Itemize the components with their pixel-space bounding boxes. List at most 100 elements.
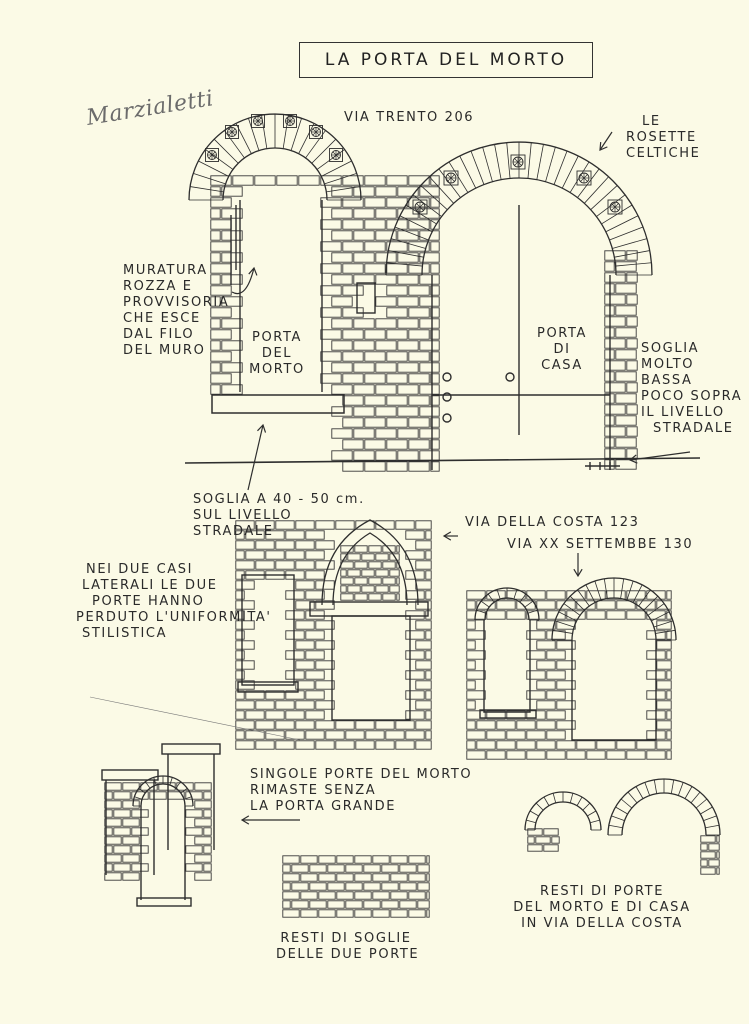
door-stud: [505, 372, 515, 382]
brick: [235, 540, 255, 550]
brick: [626, 382, 638, 393]
brick: [295, 680, 315, 690]
brick: [331, 296, 353, 307]
brick: [315, 540, 335, 550]
voussoir: [611, 815, 625, 822]
brick: [331, 428, 353, 439]
brick: [331, 340, 353, 351]
brick: [320, 241, 342, 252]
brick: [235, 600, 255, 610]
brick: [309, 882, 327, 891]
brick: [336, 873, 354, 882]
brick: [347, 553, 361, 561]
voussoir: [429, 176, 454, 204]
brick: [368, 545, 382, 553]
brick: [265, 730, 285, 740]
brick: [397, 274, 419, 285]
brick: [543, 828, 559, 836]
brick: [104, 845, 113, 854]
voussoir: [545, 146, 556, 182]
brick: [526, 650, 546, 660]
voussoir: [695, 798, 708, 809]
brick: [122, 800, 140, 809]
brick: [336, 909, 354, 918]
brick: [331, 384, 353, 395]
brick: [315, 740, 335, 750]
voussoir: [608, 824, 623, 829]
brick: [221, 274, 243, 285]
voussoir: [536, 144, 544, 180]
rosette-petal: [416, 203, 424, 211]
voussoir: [138, 788, 146, 794]
brick: [210, 373, 232, 384]
brick: [285, 590, 305, 600]
brick: [235, 710, 245, 720]
brick: [342, 439, 364, 450]
door-stud: [442, 392, 452, 402]
brick: [361, 569, 375, 577]
rosette-petal: [286, 117, 294, 125]
brick: [275, 520, 295, 530]
brick: [526, 670, 546, 680]
brick: [596, 600, 616, 610]
brick: [419, 296, 440, 307]
brick: [203, 791, 212, 800]
voussoir: [405, 204, 437, 225]
brick: [466, 690, 486, 700]
brick: [327, 864, 345, 873]
brick: [235, 580, 255, 590]
voussoir: [700, 806, 713, 815]
brick: [235, 640, 255, 650]
brick: [235, 740, 255, 750]
brick: [386, 417, 408, 428]
voussoir: [620, 578, 625, 599]
brick: [408, 307, 430, 318]
brick: [245, 690, 265, 700]
voussoir: [596, 194, 626, 217]
street-level: [184, 457, 701, 464]
brick: [419, 450, 440, 461]
brick: [604, 448, 626, 459]
brick: [656, 620, 672, 630]
brick: [320, 285, 342, 296]
rough-masonry-edge: [230, 205, 237, 285]
brick: [318, 873, 336, 882]
brick: [425, 730, 432, 740]
single-door-jambs: [140, 806, 186, 900]
brick: [340, 593, 354, 601]
brick: [396, 577, 400, 585]
label-porta-di-casa: PORTA DI CASA: [537, 326, 587, 373]
brick: [466, 660, 476, 670]
brick: [315, 680, 335, 690]
label-via-della-costa: VIA DELLA COSTA 123: [465, 515, 640, 530]
brick: [295, 540, 315, 550]
brick: [615, 371, 637, 382]
brick: [353, 318, 375, 329]
brick: [353, 384, 375, 395]
arches: [132, 113, 721, 836]
brick: [430, 307, 440, 318]
brick: [295, 640, 315, 650]
brick: [397, 406, 419, 417]
brick: [210, 241, 232, 252]
brick: [245, 530, 265, 540]
brick: [415, 640, 432, 650]
brick: [466, 600, 476, 610]
brick: [397, 450, 419, 461]
label-via-xx-settembre: VIA XX SETTEMBBE 130: [507, 537, 694, 552]
brick: [354, 593, 368, 601]
brick: [615, 349, 637, 360]
brick: [700, 835, 716, 843]
brick: [408, 417, 430, 428]
brick: [354, 561, 368, 569]
brick: [382, 561, 396, 569]
brick: [666, 690, 672, 700]
brick: [342, 417, 364, 428]
brick: [318, 855, 336, 864]
brick: [496, 600, 516, 610]
brick: [210, 307, 232, 318]
brick: [506, 610, 526, 620]
brick: [700, 851, 716, 859]
brick: [496, 740, 516, 750]
